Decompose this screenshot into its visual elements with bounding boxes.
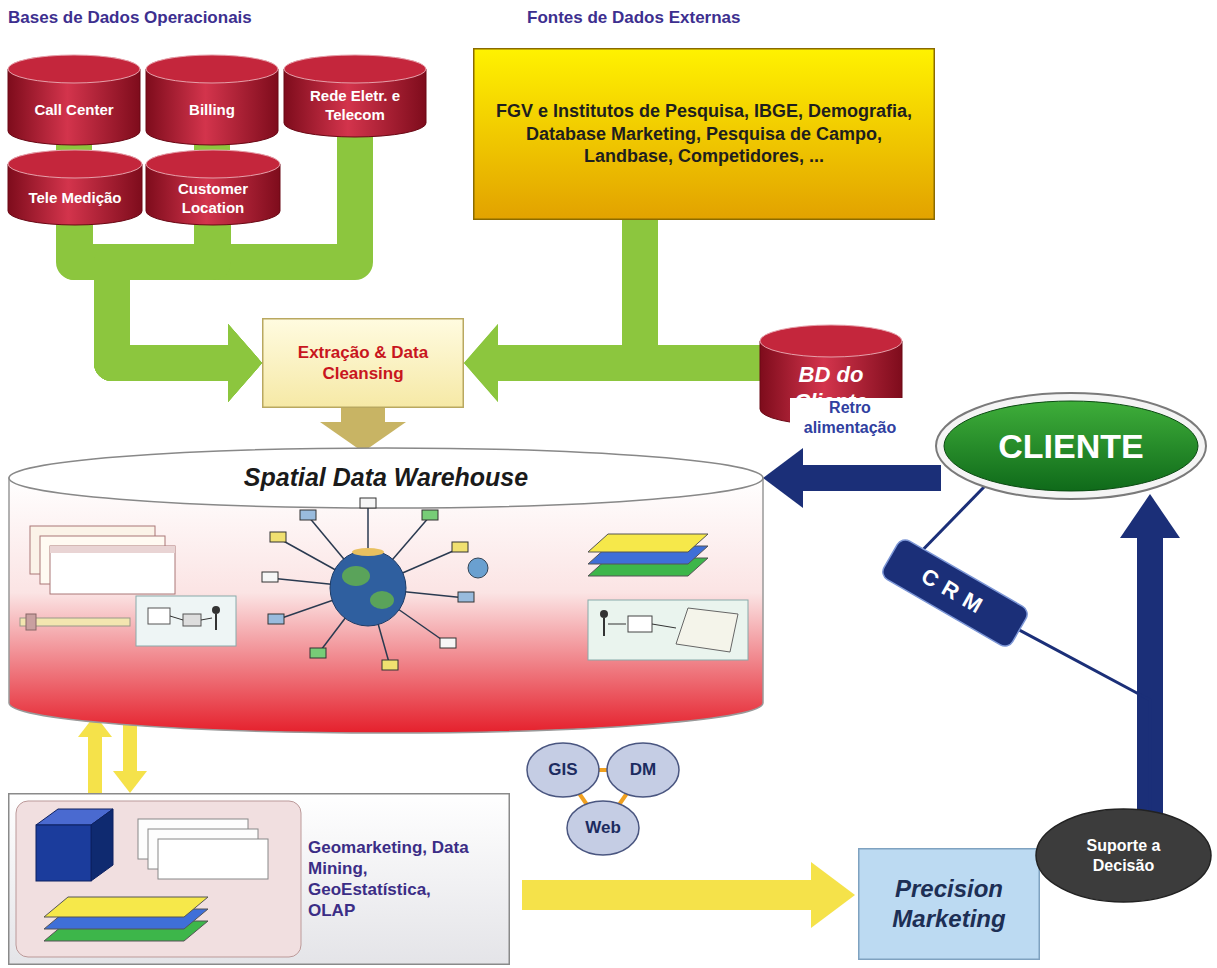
node-text: Rede Eletr. e Telecom <box>304 87 406 125</box>
connector <box>522 862 855 928</box>
analysis-illustration <box>8 793 508 965</box>
node-content: DM <box>612 746 674 794</box>
tech-circle: Web <box>566 800 640 856</box>
node-text: Tele Medição <box>28 189 121 208</box>
node-content: FGV e Institutos de Pesquisa, IBGE, Demo… <box>489 60 919 208</box>
database-cylinder: Billing <box>146 55 278 145</box>
connector <box>78 715 112 793</box>
connector <box>113 715 147 793</box>
node-content: Billing <box>164 83 260 137</box>
output-box: Precision Marketing <box>858 848 1040 960</box>
connector-line <box>75 221 229 363</box>
connector <box>464 324 762 402</box>
tech-circle: GIS <box>526 742 600 798</box>
connector-label: Retro alimentação <box>790 398 910 438</box>
node-text: Call Center <box>34 101 113 120</box>
arrow-head <box>113 771 147 793</box>
node-text: CLIENTE <box>998 425 1143 468</box>
crm-tag: CRM <box>879 536 1032 651</box>
connector <box>75 221 262 402</box>
arrow-head <box>464 324 498 402</box>
warehouse-cylinder: Spatial Data Warehouse <box>8 448 764 733</box>
node-content: Tele Medição <box>28 178 122 219</box>
node-text: CRM <box>916 563 994 624</box>
arrow-head <box>228 324 262 402</box>
node-text: FGV e Institutos de Pesquisa, IBGE, Demo… <box>489 100 919 168</box>
section-heading: Bases de Dados Operacionais <box>8 8 252 28</box>
process-box: Extração & Data Cleansing <box>262 318 464 408</box>
database-cylinder: Rede Eletr. e Telecom <box>284 55 426 137</box>
node-content: Web <box>572 804 634 852</box>
node-content: Precision Marketing <box>870 858 1028 950</box>
connector <box>995 617 1150 812</box>
node-text: Customer Location <box>166 180 260 218</box>
arrow-head <box>228 324 262 402</box>
node-content: CRM <box>887 543 1022 643</box>
node-content: Rede Eletr. e Telecom <box>304 83 406 129</box>
arrow-head <box>464 324 498 402</box>
arrow-head <box>228 324 262 402</box>
node-content: Suporte a Decisão <box>1063 818 1184 893</box>
arrow-head <box>228 324 262 402</box>
node-content: Extração & Data Cleansing <box>292 328 434 398</box>
node-text: Spatial Data Warehouse <box>244 462 528 493</box>
connector-line <box>88 736 102 793</box>
node-content: Geomarketing, Data Mining, GeoEstatístic… <box>308 803 470 955</box>
client-ellipse: CLIENTE <box>935 392 1207 500</box>
database-cylinder-outline <box>8 55 140 145</box>
decision-ellipse-outline <box>1035 808 1212 903</box>
database-cylinder-outline <box>8 150 142 225</box>
node-text: Extração & Data Cleansing <box>292 342 434 385</box>
database-cylinder-outline <box>146 55 278 145</box>
output-box-outline <box>858 848 1040 960</box>
external-sources-box: FGV e Institutos de Pesquisa, IBGE, Demo… <box>473 48 935 220</box>
node-text: Precision Marketing <box>870 874 1028 934</box>
arrow-head <box>763 448 803 508</box>
node-content: Call Center <box>26 83 122 137</box>
node-text: Web <box>585 817 621 838</box>
node-text: Geomarketing, Data Mining, GeoEstatístic… <box>308 837 470 922</box>
arrow-head <box>811 862 855 928</box>
arrow-head <box>1120 494 1180 538</box>
connector-line <box>497 345 762 381</box>
database-cylinder: Tele Medição <box>8 150 142 225</box>
connector <box>112 221 262 402</box>
section-heading: Fontes de Dados Externas <box>527 8 741 28</box>
decision-ellipse: Suporte a Decisão <box>1035 808 1212 903</box>
connector-line <box>802 465 941 491</box>
database-cylinder: Call Center <box>8 55 140 145</box>
node-content: Customer Location <box>166 178 260 219</box>
connector <box>320 406 406 452</box>
connector-line <box>497 218 640 363</box>
node-text: Billing <box>189 101 235 120</box>
node-content: Spatial Data Warehouse <box>28 462 744 723</box>
node-text: DM <box>630 759 656 780</box>
connector-line <box>995 617 1150 812</box>
arrow-head <box>228 324 262 402</box>
tech-circle: DM <box>606 742 680 798</box>
node-content: CLIENTE <box>955 402 1187 490</box>
node-text: GIS <box>548 759 577 780</box>
connector-line <box>522 880 812 910</box>
node-content: GIS <box>532 746 594 794</box>
process-box-outline <box>262 318 464 408</box>
connector <box>763 448 941 508</box>
connector-line <box>112 221 229 363</box>
connector-line <box>341 406 385 423</box>
analysis-box: Geomarketing, Data Mining, GeoEstatístic… <box>8 793 510 965</box>
database-cylinder: Customer Location <box>146 150 280 225</box>
node-text: Suporte a Decisão <box>1063 836 1184 876</box>
